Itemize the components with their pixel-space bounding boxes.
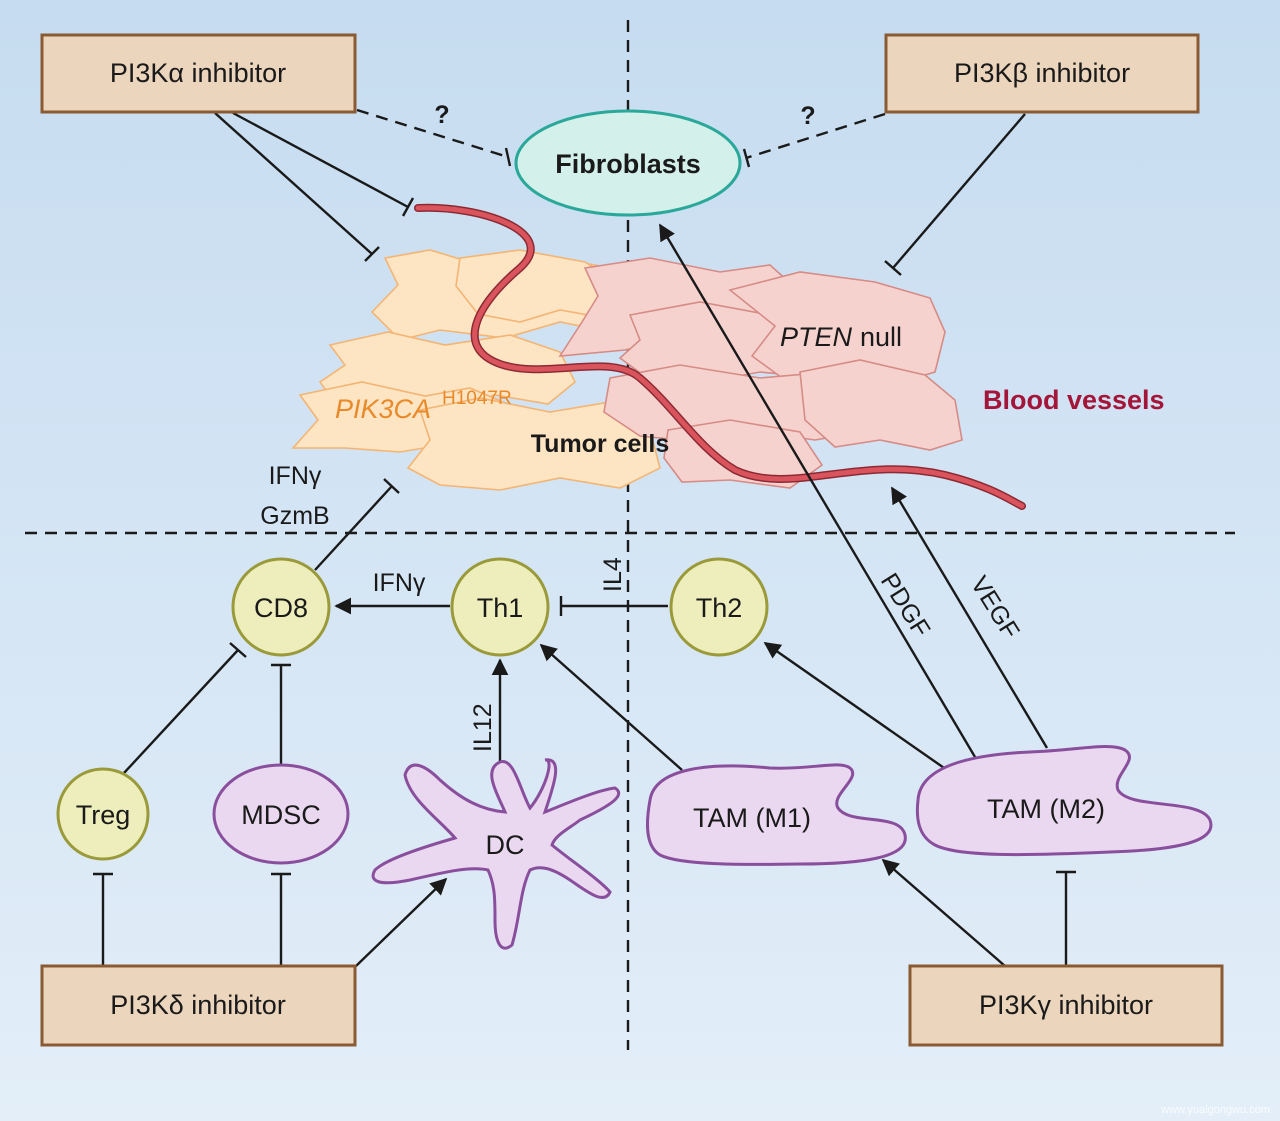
fibroblasts-label: Fibroblasts	[555, 149, 701, 179]
cd8-tumor-edge	[314, 485, 393, 571]
pi3ka-fibroblast-dashed-edge	[356, 108, 509, 159]
pi3kb-tumor-tbar	[884, 260, 902, 276]
th2-node: Th2	[669, 557, 769, 657]
tam-m1-th1-arrow	[539, 643, 683, 771]
ifng-label-2: IFNγ	[373, 569, 426, 597]
pi3ka-tumor-edge	[214, 112, 373, 255]
dc-label: DC	[486, 830, 525, 860]
pi3ka-tumor-tbar	[364, 246, 380, 262]
pi3ka-vessel-tbar	[401, 197, 415, 217]
treg-cd8-tbar	[229, 642, 247, 658]
pik3ca-label: PIK3CA	[335, 394, 431, 424]
mdsc-label: MDSC	[241, 800, 321, 830]
treg-label: Treg	[76, 800, 131, 830]
treg-cd8-edge	[123, 649, 239, 774]
question-mark-left: ?	[434, 101, 449, 129]
blood-vessel-highlight	[415, 205, 1025, 509]
ifng-gzmb-label-1: IFNγ	[269, 462, 322, 490]
tam-m2-label: TAM (M2)	[987, 794, 1105, 824]
tam-m1-label: TAM (M1)	[693, 803, 811, 833]
il12-label: IL12	[469, 703, 497, 752]
dc-node: DC	[371, 758, 621, 950]
question-mark-right: ?	[800, 102, 815, 130]
pi3kb-fibroblast-dashed-edge	[745, 112, 886, 160]
pik3ca-tumor-cells	[291, 249, 661, 491]
tam-m1-node: TAM (M1)	[645, 763, 907, 866]
pi3kb-tumor-edge	[892, 113, 1026, 269]
pi3ka-vessel-edge	[232, 111, 409, 209]
pi3k-alpha-inhibitor-box: PI3Kα inhibitor	[40, 33, 357, 114]
fibroblasts-node: Fibroblasts	[514, 109, 742, 217]
pten-null-tumor-cells	[558, 257, 963, 489]
th1-label: Th1	[477, 593, 524, 623]
tam-m2-node: TAM (M2)	[915, 745, 1213, 857]
pi3kb-fibroblast-tbar	[742, 148, 751, 168]
mdsc-node: MDSC	[212, 763, 350, 865]
watermark-text: www.yuaigongwu.com	[1160, 1104, 1270, 1116]
tam-m2-th2-arrow	[763, 642, 948, 771]
blood-vessels-label: Blood vessels	[983, 385, 1165, 415]
pten-label: PTEN	[780, 322, 853, 352]
vegf-label: VEGF	[965, 571, 1025, 644]
pi3k-gamma-inhibitor-label: PI3Kγ inhibitor	[979, 990, 1153, 1020]
pi3ka-fibroblast-tbar	[504, 147, 512, 167]
pi3kd-dc-arrow	[355, 877, 448, 967]
pi3k-alpha-inhibitor-label: PI3Kα inhibitor	[110, 58, 286, 88]
th1-node: Th1	[450, 557, 550, 657]
gzmb-label: GzmB	[260, 502, 329, 530]
cd8-node: CD8	[231, 557, 331, 657]
treg-node: Treg	[56, 767, 150, 861]
tumor-cells-label: Tumor cells	[531, 430, 669, 458]
pik3ca-superscript: H1047R	[442, 388, 512, 409]
pi3k-delta-inhibitor-box: PI3Kδ inhibitor	[40, 964, 357, 1047]
pten-null-label: null	[860, 322, 902, 352]
pi3k-beta-inhibitor-box: PI3Kβ inhibitor	[884, 33, 1200, 114]
pi3kg-tam-m1-arrow	[881, 858, 1006, 967]
vegf-arrow	[890, 486, 1049, 749]
th2-label: Th2	[696, 593, 743, 623]
pi3k-beta-inhibitor-label: PI3Kβ inhibitor	[954, 58, 1130, 88]
pi3k-gamma-inhibitor-box: PI3Kγ inhibitor	[908, 964, 1224, 1047]
pdgf-arrow	[658, 223, 977, 758]
pi3k-delta-inhibitor-label: PI3Kδ inhibitor	[110, 990, 286, 1020]
il4-label: IL4	[599, 557, 627, 592]
cd8-label: CD8	[254, 593, 308, 623]
cd8-tumor-tbar	[383, 478, 400, 494]
